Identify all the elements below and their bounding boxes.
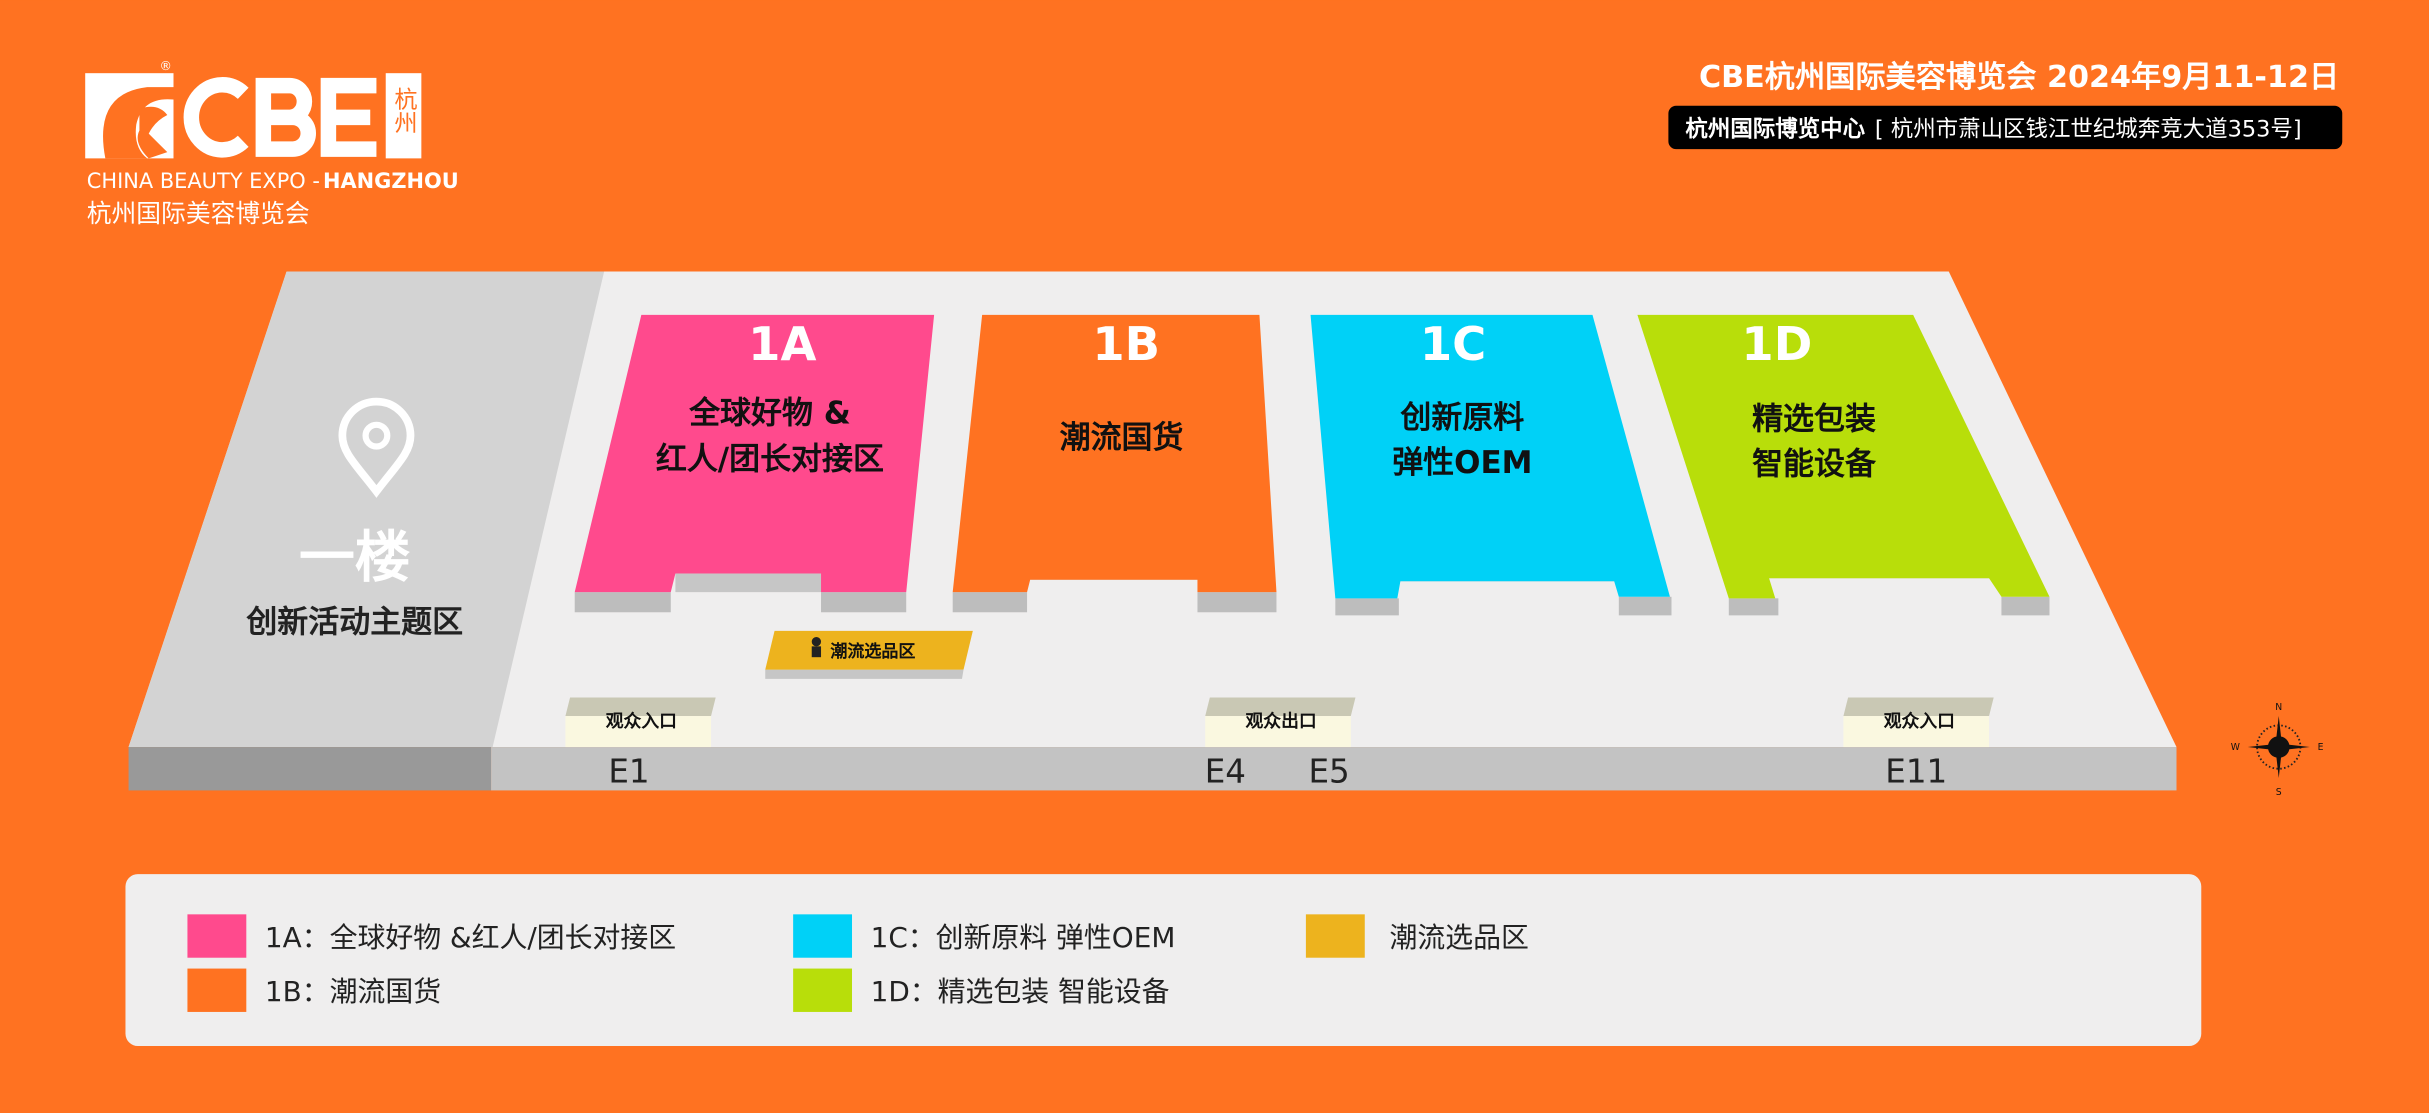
hall-1a[interactable]: 1A 全球好物 & 红人/团长对接区 [574,314,935,613]
innovation-zone[interactable] [128,271,605,748]
entrance-number: E5 [1309,753,1350,791]
hall-1b[interactable]: 1B 潮流国货 [952,314,1277,613]
compass-icon: N S E W [2231,702,2324,798]
hall-label: 潮流国货 [1060,420,1184,456]
trend-person-icon [811,637,822,658]
logo-cbe [183,77,377,158]
logo-chinese: 杭州国际美容博览会 [87,199,310,228]
hall-label: 红人/团长对接区 [656,442,884,478]
floor-edge [491,747,2177,791]
legend-label: 1B：潮流国货 [265,975,441,1008]
registered-mark: ® [160,58,172,73]
compass-s: S [2276,787,2282,798]
floor-edge-left [128,747,492,791]
legend-item-1a: 1A：全球好物 &红人/团长对接区 [187,914,676,958]
hall-code: 1D [1741,317,1812,371]
logo-english: CHINA BEAUTY EXPO - [87,169,320,193]
compass-n: N [2275,702,2282,713]
event-title: CBE杭州国际美容博览会 2024年9月11-12日 [1699,59,2339,95]
venue-address: [ 杭州市萧山区钱江世纪城奔竞大道353号] [1875,117,2302,143]
cbe-logo: ® 杭州 CHINA BEAUTY EXPO - HANGZHOU 杭州国际美容… [85,58,459,228]
hall-1d[interactable]: 1D 精选包装 智能设备 [1637,314,2050,616]
entrance-number: E4 [1205,753,1246,791]
compass-w: W [2231,742,2240,753]
exit-e4-e5[interactable]: 观众出口 [1205,697,1356,748]
logo-city-box [385,73,422,159]
legend-label: 潮流选品区 [1390,921,1529,954]
hall-label: 全球好物 & [688,395,851,431]
gate-label: 观众入口 [606,711,677,732]
hall-label: 弹性OEM [1392,445,1532,481]
legend-label: 1D：精选包装 智能设备 [871,975,1170,1008]
trend-zone-label: 潮流选品区 [830,641,915,662]
entrance-e1[interactable]: 观众入口 [565,697,716,748]
legend-item-1b: 1B：潮流国货 [187,968,441,1012]
venue-pill [1668,105,2343,150]
entrance-number: E1 [608,753,649,791]
hall-code: 1C [1420,317,1486,371]
entrance-e11[interactable]: 观众入口 [1843,697,1994,748]
logo-city: 杭州 [390,87,418,133]
legend: 1A：全球好物 &红人/团长对接区 1B：潮流国货 1C：创新原料 弹性OEM … [125,874,2202,1047]
floor-zone-label: 创新活动主题区 [245,604,463,640]
compass-e: E [2318,742,2324,753]
legend-label: 1C：创新原料 弹性OEM [871,921,1176,954]
hall-label: 精选包装 [1752,401,1876,437]
legend-item-1c: 1C：创新原料 弹性OEM [793,914,1176,958]
hall-code: 1B [1092,317,1160,371]
legend-item-trend-zone: 潮流选品区 [1305,914,1529,958]
floor-name: 一楼 [299,526,411,591]
venue-name: 杭州国际博览中心 [1685,116,1865,143]
legend-label: 1A：全球好物 &红人/团长对接区 [265,921,676,954]
trend-zone[interactable]: 潮流选品区 [765,630,973,679]
gate-label: 观众出口 [1246,710,1317,732]
hall-code: 1A [748,317,816,371]
entrance-number: E11 [1885,753,1947,791]
hall-1c[interactable]: 1C 创新原料 弹性OEM [1310,314,1672,616]
gate-label: 观众入口 [1884,711,1955,732]
location-pin-icon [338,397,415,498]
hall-label: 创新原料 [1399,400,1524,436]
logo-english-city: HANGZHOU [323,169,459,193]
hall-label: 智能设备 [1752,446,1877,482]
legend-item-1d: 1D：精选包装 智能设备 [793,968,1170,1012]
